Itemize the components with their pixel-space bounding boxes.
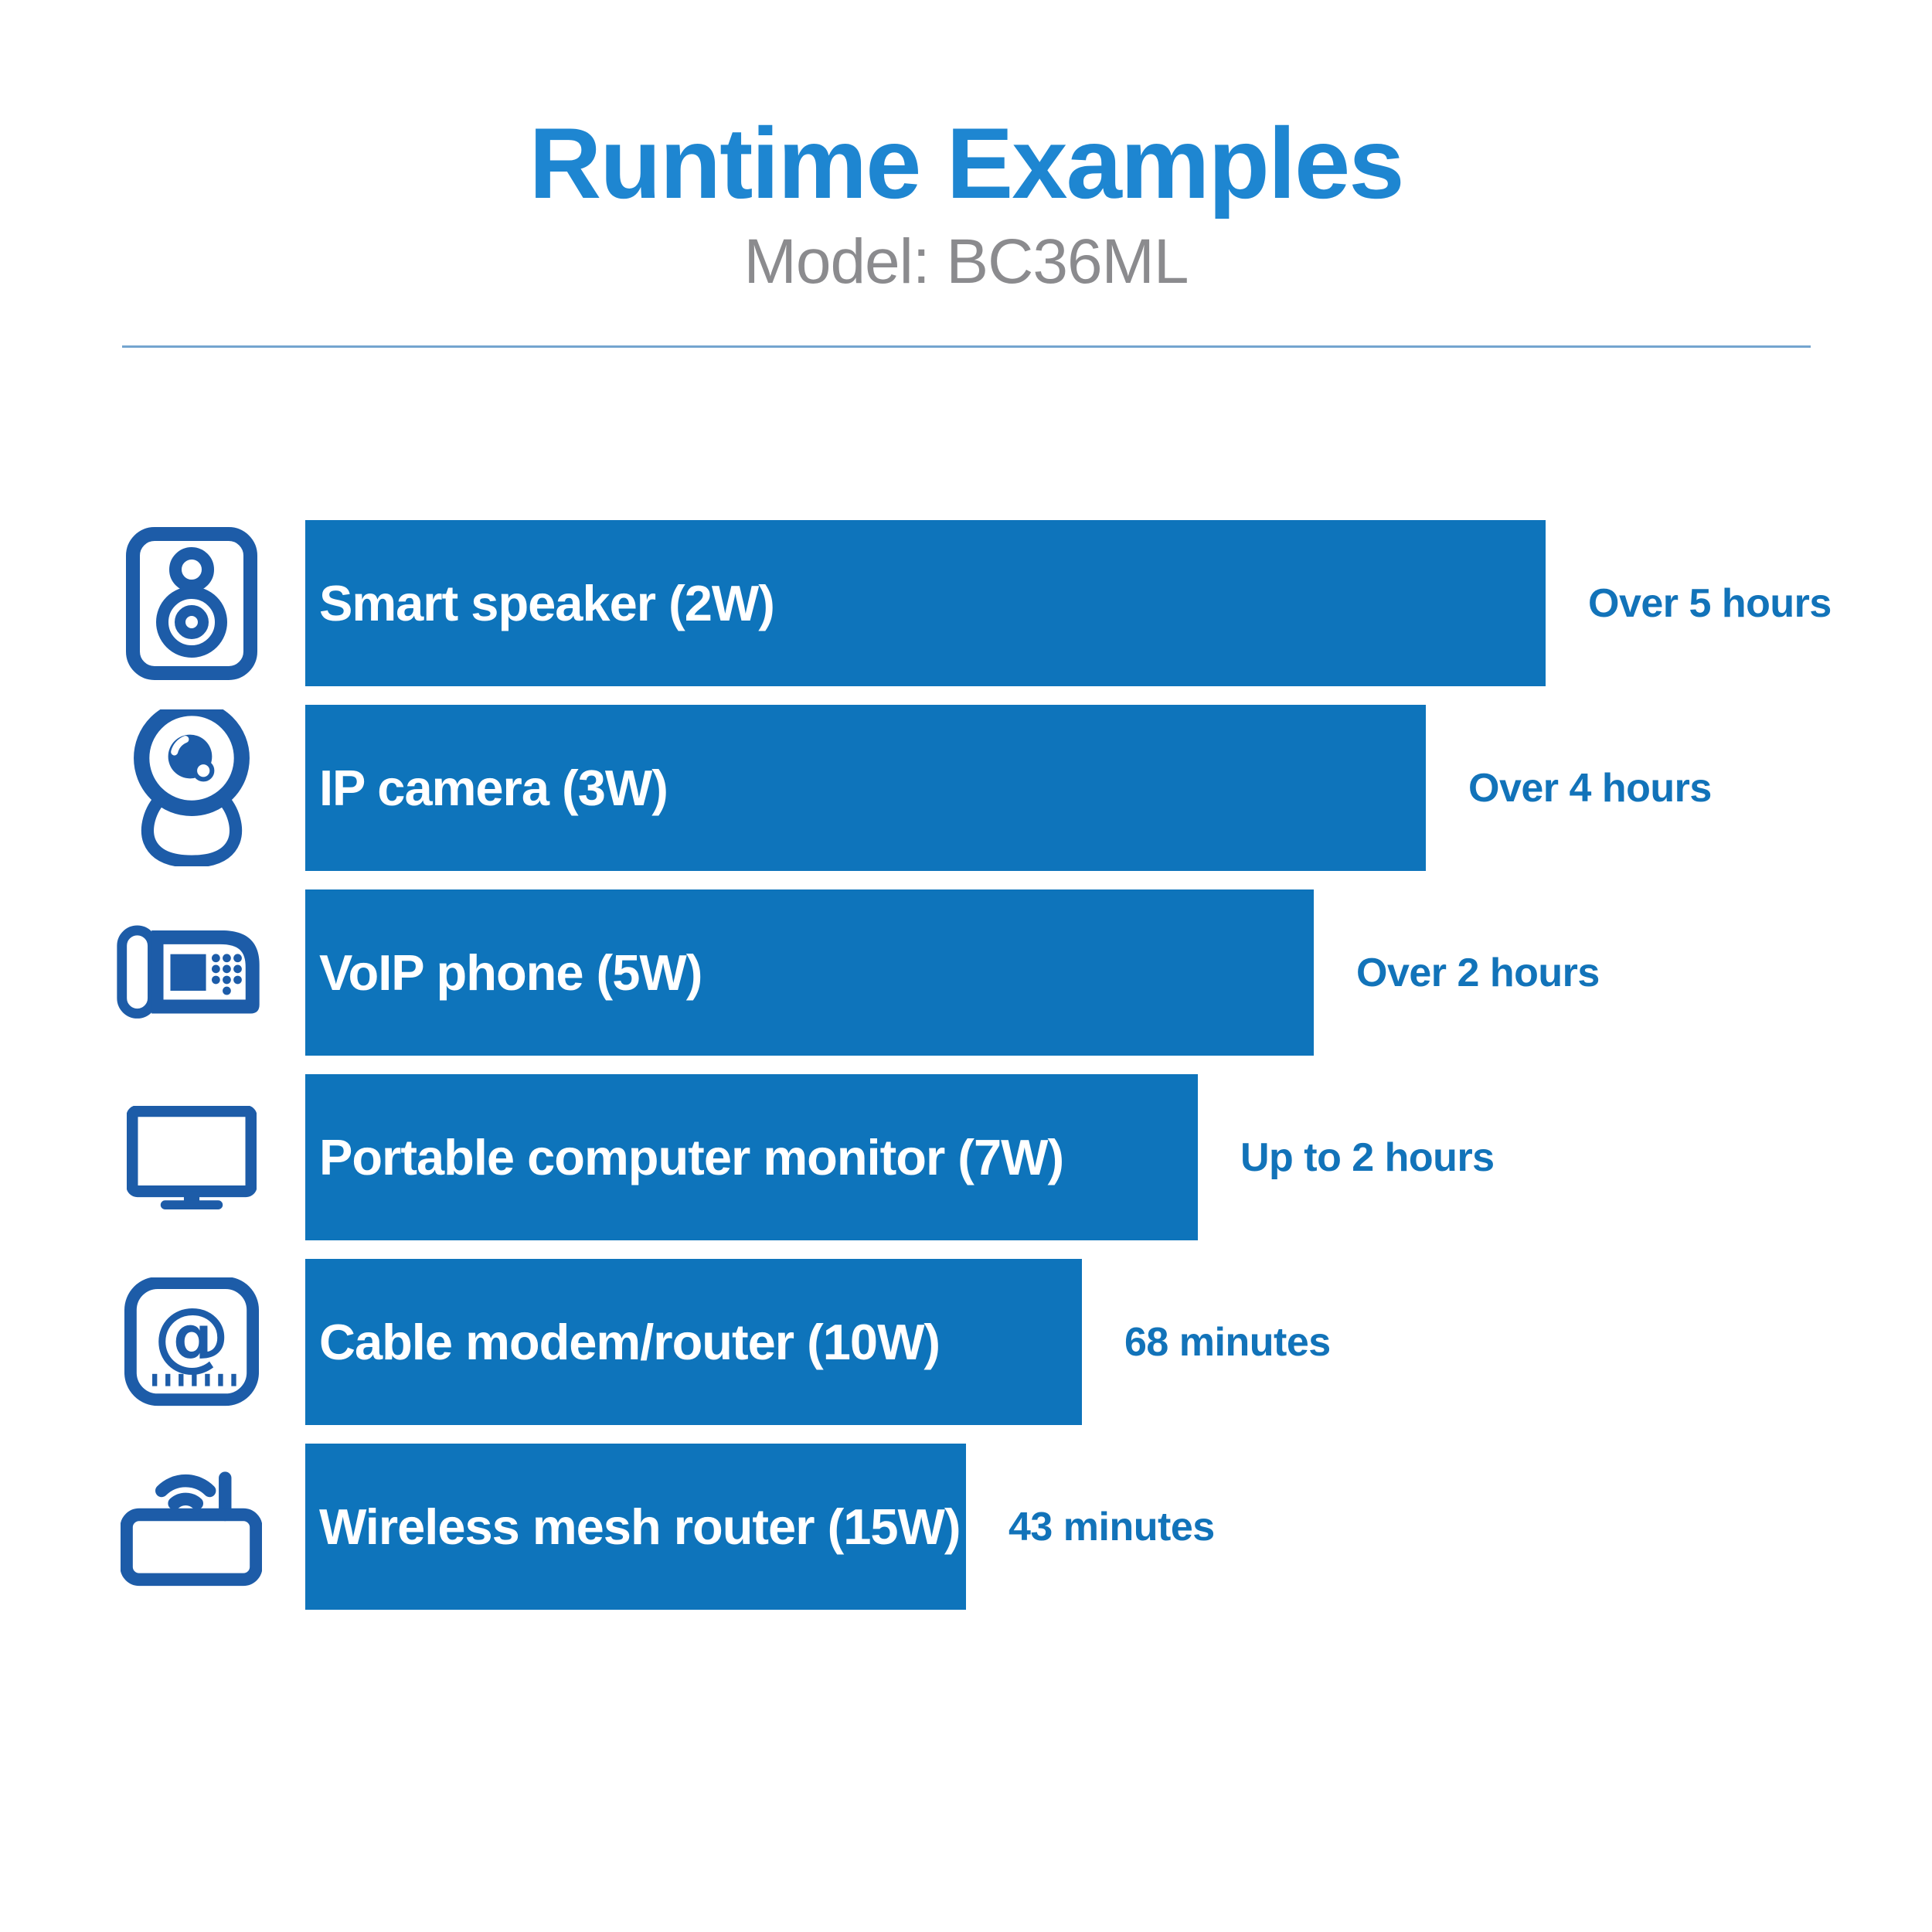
runtime-bar: Smart speaker (2W) [305,520,1546,686]
chart-row: IP camera (3W) Over 4 hours [0,705,1932,871]
chart-row: @ Cable modem/router (10W) 68 minutes [0,1259,1932,1425]
computer-monitor-icon [126,1105,257,1209]
runtime-value-label: 43 minutes [1009,1504,1215,1549]
chart: Smart speaker (2W) Over 5 hours IP camer… [0,520,1932,1610]
device-label: Smart speaker (2W) [319,575,775,631]
voip-phone-icon [116,925,260,1019]
chart-row: Wireless mesh router (15W) 43 minutes [0,1444,1932,1610]
device-label: Portable computer monitor (7W) [319,1129,1064,1185]
runtime-bar: Cable modem/router (10W) [305,1259,1082,1425]
wireless-mesh-router-icon [121,1471,262,1587]
device-icon-cell: @ [108,1259,274,1425]
device-icon-cell [108,1074,274,1240]
runtime-bar: VoIP phone (5W) [305,889,1314,1056]
runtime-bar: Wireless mesh router (15W) [305,1444,966,1610]
page-subtitle: Model: BC36ML [743,226,1189,297]
runtime-value-label: Over 4 hours [1468,765,1712,811]
runtime-value-label: Over 2 hours [1356,950,1600,995]
ip-camera-icon [133,709,250,866]
device-label: Wireless mesh router (15W) [319,1498,961,1555]
device-label: Cable modem/router (10W) [319,1314,940,1370]
runtime-bar: IP camera (3W) [305,705,1426,871]
chart-row: Smart speaker (2W) Over 5 hours [0,520,1932,686]
device-icon-cell [108,1444,274,1610]
svg-text:@: @ [153,1292,229,1380]
page-title: Runtime Examples [529,107,1404,219]
divider-line [121,345,1811,348]
device-icon-cell [108,520,274,686]
device-icon-cell [108,705,274,871]
device-icon-cell [108,889,274,1056]
chart-row: Portable computer monitor (7W) Up to 2 h… [0,1074,1932,1240]
device-label: VoIP phone (5W) [319,944,702,1001]
runtime-value-label: Over 5 hours [1588,580,1832,626]
smart-speaker-icon [125,526,257,680]
runtime-bar: Portable computer monitor (7W) [305,1074,1198,1240]
runtime-value-label: 68 minutes [1124,1319,1331,1365]
device-label: IP camera (3W) [319,760,668,816]
runtime-value-label: Up to 2 hours [1240,1134,1495,1180]
chart-row: VoIP phone (5W) Over 2 hours [0,889,1932,1056]
cable-modem-router-icon: @ [124,1277,259,1406]
